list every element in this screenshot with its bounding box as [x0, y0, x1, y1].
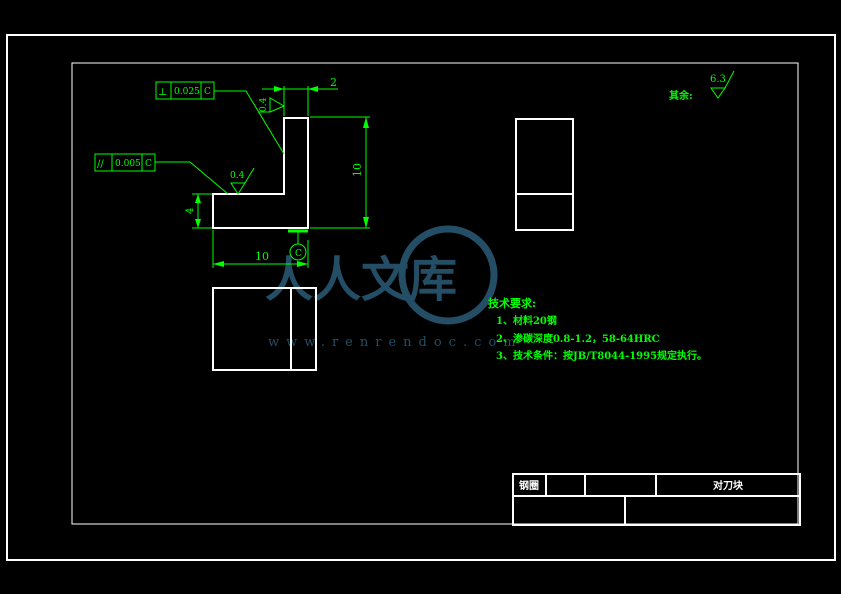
watermark-circle: [398, 225, 498, 325]
svg-text:0.005: 0.005: [115, 159, 141, 169]
dimension-thickness: 4: [185, 193, 212, 229]
dim-thickness-text: 4: [185, 208, 196, 214]
top-view: [212, 287, 317, 371]
technical-notes: 技术要求: 1、材料20钢 2、渗碳深度0.8-1.2，58-64HRC 3、技…: [488, 296, 707, 362]
outer-frame: [6, 34, 836, 561]
roughness-symbol-left: 0.4: [230, 167, 255, 195]
dimension-top: 2: [262, 76, 338, 116]
title-block-part-name: 对刀块: [713, 479, 744, 492]
dimension-height: 10: [310, 116, 370, 229]
tolerance-perpendicularity: ⊥ 0.025 C: [155, 81, 285, 155]
side-view: [515, 118, 574, 231]
watermark-url: www.renrendoc.com: [268, 335, 523, 350]
notes-line-1: 1、材料20钢: [496, 314, 557, 327]
tolerance-parallelism: // 0.005 C: [94, 153, 229, 195]
other-roughness: 其余: 6.3: [669, 70, 735, 102]
notes-line-2: 2、渗碳深度0.8-1.2，58-64HRC: [496, 332, 660, 345]
watermark: 人人文库 www.renrendoc.com: [265, 225, 523, 350]
notes-line-3: 3、技术条件：按JB/T8044-1995规定执行。: [496, 349, 707, 362]
svg-text:0.025: 0.025: [174, 87, 200, 97]
other-roughness-value: 6.3: [710, 74, 726, 85]
svg-text://: //: [97, 159, 104, 170]
roughness-left-text: 0.4: [230, 171, 245, 181]
datum-c-text: C: [295, 249, 302, 259]
title-block: 钢圈 对刀块: [512, 473, 801, 526]
dimension-width: 10: [212, 230, 309, 268]
dim-height-text: 10: [351, 163, 364, 177]
dim-width-text: 10: [255, 250, 269, 263]
inner-frame: [71, 62, 799, 525]
datum-c: C: [289, 232, 307, 261]
svg-text:⊥: ⊥: [158, 87, 167, 98]
title-block-material: 钢圈: [519, 479, 539, 492]
dim-top-text: 2: [330, 76, 337, 89]
watermark-cn: 人人文库: [265, 252, 457, 308]
svg-text:C: C: [145, 159, 152, 169]
svg-text:C: C: [204, 87, 211, 97]
roughness-symbol-top: 0.4: [258, 97, 286, 113]
notes-title: 技术要求:: [488, 296, 536, 310]
other-roughness-label: 其余:: [669, 89, 693, 102]
roughness-top-text: 0.4: [259, 97, 269, 112]
front-view-outline: [212, 117, 309, 229]
